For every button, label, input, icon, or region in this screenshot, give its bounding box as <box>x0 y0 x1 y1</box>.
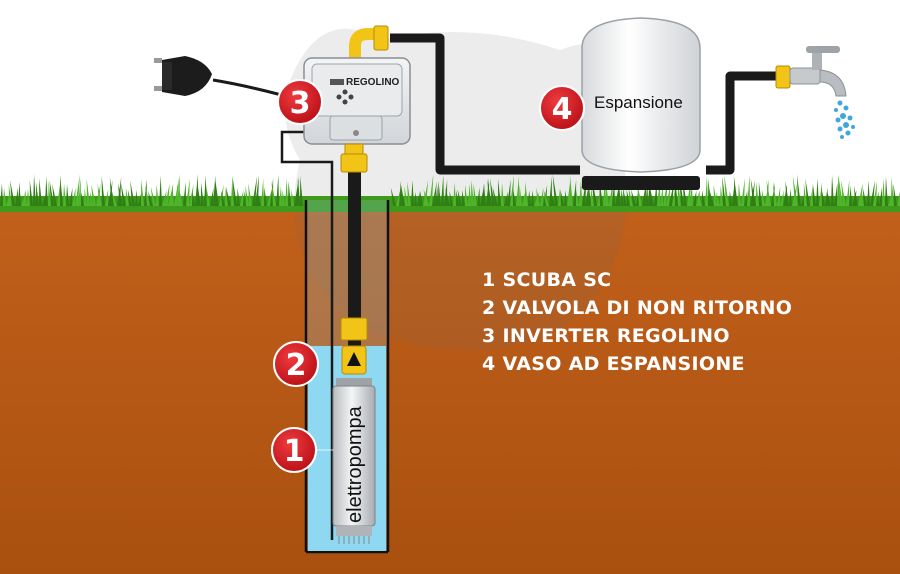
badge-2: 2 <box>273 341 319 387</box>
badge-3: 3 <box>277 79 323 125</box>
badge-4: 4 <box>539 85 585 131</box>
water-tap-icon <box>775 46 847 97</box>
inverter-top-elbow <box>349 28 376 60</box>
tank-label: Espansione <box>594 93 683 112</box>
submersible-pump: elettropompa <box>332 378 376 544</box>
inverter-regolino: REGOLINO <box>303 57 411 145</box>
svg-text:1: 1 <box>284 434 305 469</box>
pipe-to-tank <box>390 33 580 175</box>
water-spray <box>834 100 855 139</box>
svg-text:3: 3 <box>290 86 311 121</box>
svg-text:4: 4 <box>552 92 573 127</box>
inverter-label: REGOLINO <box>346 77 400 88</box>
svg-text:2: 2 <box>286 348 307 383</box>
riser-pipe-lower <box>348 338 361 346</box>
inverter-bottom-fitting <box>344 143 364 155</box>
soil <box>0 206 900 574</box>
arrow-up-icon <box>347 352 361 366</box>
inverter-bottom-nut <box>340 153 368 173</box>
valve-nut <box>340 317 368 341</box>
pump-cable <box>280 130 334 540</box>
pipe-to-tap <box>706 71 780 175</box>
expansion-tank: Espansione <box>580 17 701 190</box>
pump-label: elettropompa <box>344 405 366 523</box>
power-plug-icon <box>154 56 212 96</box>
inverter-top-fitting <box>373 25 389 51</box>
riser-pipe <box>348 170 361 322</box>
badge-1: 1 <box>271 427 317 473</box>
